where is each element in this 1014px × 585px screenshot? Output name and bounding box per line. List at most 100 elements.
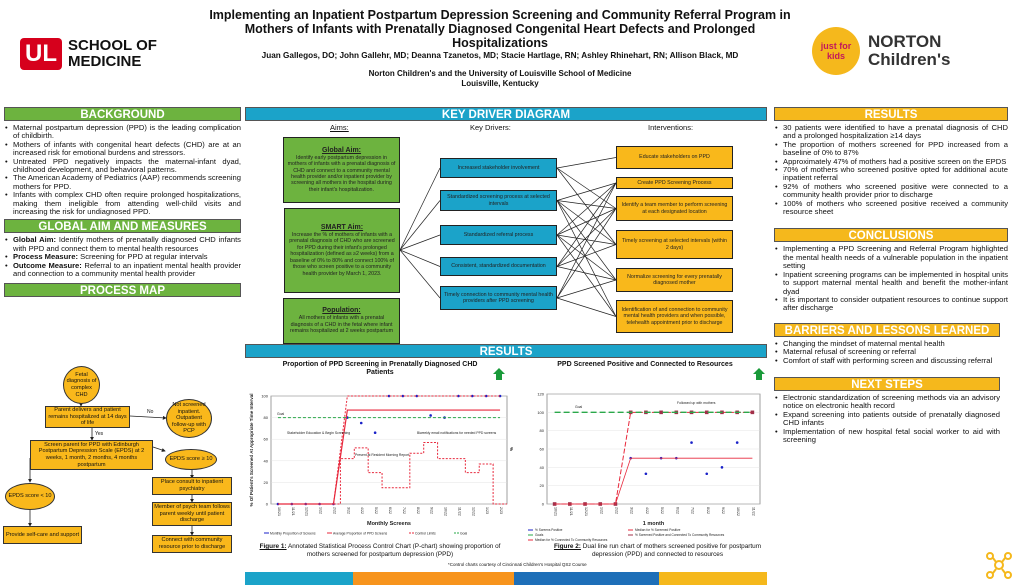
figure-2-caption: Figure 2: Dual line run chart of mothers… [550, 543, 765, 558]
driver-box: Standardized referral process [440, 225, 557, 245]
legend-entry: Median for % Screened Positive [635, 528, 681, 532]
chart-annotation: Goal [575, 405, 582, 409]
x-tick-label: 12/22 [471, 507, 475, 516]
driver-intervention-connector [556, 182, 617, 299]
conclusions-heading: CONCLUSIONS [774, 228, 1008, 243]
driver-intervention-connector [556, 208, 617, 236]
intervention-box: Timely screening at selected intervals (… [616, 230, 733, 259]
ul-logo-mark: UL [20, 38, 62, 70]
figure-1-text: Annotated Statistical Process Control Ch… [286, 543, 501, 558]
authors: Juan Gallegos, DO; John Gallehr, MD; Dea… [261, 51, 739, 60]
data-point [498, 394, 502, 398]
list-item: It is important to consider outpatient r… [774, 295, 1008, 313]
aim-text: Increase the % of mothers of infants wit… [289, 232, 395, 277]
driver-intervention-connector [556, 234, 617, 281]
aim-driver-connector [399, 167, 441, 251]
aim-title: Population: [322, 307, 361, 315]
x-tick-label: 11/22 [751, 507, 755, 516]
driver-intervention-connector [556, 200, 617, 209]
driver-intervention-connector [556, 208, 617, 299]
data-point [429, 414, 432, 417]
data-point [387, 394, 391, 398]
pm-fetal-diagnosis: Fetal diagnosis of complex CHD [63, 366, 100, 404]
pm-place-consult: Place consult to inpatient psychiatry [152, 477, 232, 495]
x-tick-label: 8/22 [416, 507, 420, 514]
y-tick-label: 0 [266, 502, 269, 507]
x-tick-label: 1/22 [319, 507, 323, 514]
y-tick-label: 0 [542, 502, 545, 507]
chart-annotation: Stakeholder Education & Begin Screening [287, 431, 350, 435]
data-point [373, 431, 377, 435]
intervention-box: Identification of and connection to comm… [616, 300, 733, 333]
affiliation: Norton Children's and the University of … [369, 69, 632, 89]
x-tick-label: 3/22 [346, 507, 350, 514]
x-tick-label: 2/23 [499, 507, 503, 514]
plot-area [270, 395, 508, 505]
legend-entry: Goal [460, 532, 467, 536]
up-arrow-icon [493, 368, 505, 380]
y-tick-label: 120 [537, 392, 544, 397]
driver-intervention-connector [556, 200, 617, 317]
data-point [659, 410, 663, 415]
driver-box: Increased stakeholder involvement [440, 158, 557, 178]
driver-intervention-connector [556, 182, 617, 236]
just-for-kids-mark: just for kids [812, 27, 860, 75]
background-heading: BACKGROUND [4, 107, 241, 121]
intervention-box: Identify a team member to perform screen… [616, 196, 733, 221]
x-tick-label: 5/22 [374, 507, 378, 514]
item-text: Referral to an inpatient mental health p… [13, 260, 241, 279]
affiliation-name: Norton Children's and the University of … [368, 69, 632, 78]
aim-box: Global Aim:Identify early postpartum dep… [283, 137, 400, 203]
item-label: Outcome Measure: [13, 260, 82, 270]
driver-intervention-connector [556, 157, 617, 169]
results-heading: RESULTS [774, 107, 1008, 121]
pm-yes-label: Yes [95, 431, 104, 437]
driver-intervention-connector [556, 234, 617, 317]
intervention-box: Normalize screening for every prenatally… [616, 268, 733, 292]
chart-annotation: Followed up with mothers [677, 401, 716, 405]
x-tick-label: 11/22 [457, 507, 461, 516]
item-label: Global Aim: [13, 235, 57, 245]
global-aim-list: Global Aim: Identify mothers of prenatal… [4, 236, 241, 278]
item-text: Screening for PPD at regular intervals [78, 252, 208, 262]
driver-intervention-connector [556, 200, 617, 245]
conclusions-list: Implementing a PPD Screening and Referra… [774, 245, 1008, 312]
list-item: Approximately 47% of mothers had a posit… [774, 157, 1008, 167]
list-item: Implementing a PPD Screening and Referra… [774, 245, 1008, 270]
legend-entry: Control Limits [415, 532, 436, 536]
pm-parent-delivers: Parent delivers and patient remains hosp… [45, 406, 130, 428]
y-tick-label: 40 [264, 458, 269, 463]
data-point [705, 472, 709, 476]
uofl-logo: UL SCHOOL OF MEDICINE [20, 32, 185, 76]
data-point [359, 421, 363, 425]
list-item: Global Aim: Identify mothers of prenatal… [4, 236, 241, 253]
list-item: Comfort of staff with performing screen … [774, 356, 1000, 366]
x-tick-label: 6/22 [675, 507, 679, 514]
location: Louisville, Kentucky [461, 79, 539, 88]
figure-2-text: Dual line run chart of mothers screened … [580, 543, 762, 558]
data-point [415, 394, 419, 398]
driver-intervention-connector [556, 167, 617, 245]
x-tick-label: 5/22 [660, 507, 664, 514]
aim-text: Identify early postpartum depression in … [287, 154, 396, 193]
list-item: Maternal postpartum depression (PPD) is … [4, 123, 241, 141]
data-point [484, 394, 488, 398]
driver-intervention-connector [556, 208, 617, 267]
pm-connect-resource: Connect with community resource prior to… [152, 535, 232, 553]
poster-title: Implementing an Inpatient Postpartum Dep… [209, 8, 791, 50]
driver-intervention-connector [556, 182, 617, 201]
list-item: Maternal refusal of screening or referra… [774, 347, 1000, 357]
list-item: 100% of mothers who screened positive re… [774, 199, 1008, 217]
legend-entry: Median for % Connected To Community Reso… [535, 538, 608, 542]
series-line [277, 395, 501, 505]
series-line [554, 457, 753, 505]
aim-driver-connector [399, 249, 441, 299]
y-tick-label: 80 [540, 428, 545, 433]
aim-title: SMART Aim: [320, 224, 364, 232]
driver-box: Timely connection to community mental he… [440, 286, 557, 310]
bottom-stripe [245, 572, 767, 585]
series-line [277, 409, 501, 505]
chart-title: PPD Screened Positive and Connected to R… [557, 361, 733, 368]
